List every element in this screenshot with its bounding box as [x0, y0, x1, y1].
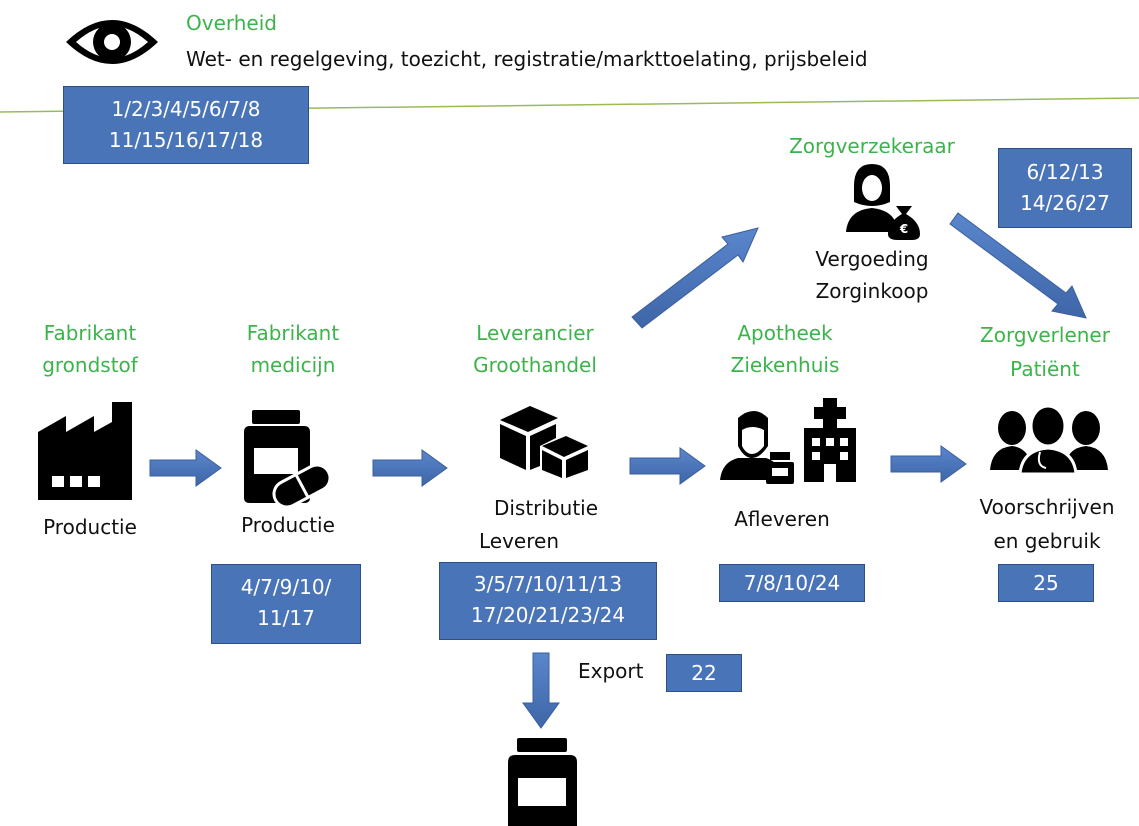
stage-2-codes-line1: 4/7/9/10/	[240, 575, 332, 599]
medicine-bottle-pill-icon	[244, 410, 332, 509]
export-code-box: 22	[666, 654, 742, 692]
government-codes-line2: 11/15/16/17/18	[108, 128, 264, 152]
arrow-right-1	[149, 449, 222, 487]
stage-3-title-line1: Leverancier	[476, 321, 594, 345]
stage-1-label: Productie	[43, 515, 137, 539]
stage-2-title-line2: medicijn	[250, 353, 336, 377]
stage-5-label-line2: en gebruik	[993, 529, 1101, 553]
stage-4-label: Afleveren	[734, 507, 830, 531]
stage-3-codes-box: 3/5/7/10/11/13 17/20/21/23/24	[439, 562, 657, 640]
stage-5-codes-line1: 25	[1033, 571, 1059, 595]
government-codes-line1: 1/2/3/4/5/6/7/8	[111, 97, 261, 121]
stage-4-codes-box: 7/8/10/24	[719, 564, 865, 602]
insurer-codes-line2: 14/26/27	[1020, 191, 1110, 215]
medicine-bottle-icon	[508, 738, 577, 826]
insurer-title: Zorgverzekeraar	[789, 134, 955, 158]
insurer-codes-box: 6/12/13 14/26/27	[998, 148, 1132, 228]
patients-doctor-icon	[990, 404, 1108, 476]
svg-text:€: €	[899, 222, 908, 236]
eye-icon	[66, 20, 158, 64]
government-codes-box: 1/2/3/4/5/6/7/8 11/15/16/17/18	[63, 86, 309, 164]
insurer-codes-line1: 6/12/13	[1026, 160, 1104, 184]
stage-1-title-line1: Fabrikant	[43, 321, 137, 345]
pharmacist-hospital-icon	[720, 398, 856, 484]
stage-4-title-line1: Apotheek	[737, 321, 833, 345]
stage-3-title-line2: Groothandel	[473, 353, 597, 377]
stage-3-codes-line1: 3/5/7/10/11/13	[473, 572, 623, 596]
stage-5-title-line1: Zorgverlener	[980, 323, 1110, 347]
stage-1-title-line2: grondstof	[42, 353, 138, 377]
arrow-right-4	[890, 445, 967, 483]
stage-3-label-line2: Leveren	[479, 529, 559, 553]
export-label: Export	[578, 659, 644, 683]
arrow-right-2	[372, 449, 448, 487]
government-description: Wet- en regelgeving, toezicht, registrat…	[186, 47, 868, 71]
insurer-money-bag-icon: €	[846, 164, 920, 240]
factory-icon	[38, 402, 132, 500]
stage-5-codes-box: 25	[998, 564, 1094, 602]
insurer-label-line1: Vergoeding	[815, 247, 929, 271]
stage-2-label: Productie	[241, 513, 335, 537]
boxes-icon	[500, 406, 588, 478]
stage-2-codes-line2: 11/17	[257, 606, 315, 630]
stage-5-label-line1: Voorschrijven	[979, 495, 1115, 519]
stage-3-codes-line2: 17/20/21/23/24	[470, 603, 626, 627]
stage-5-title-line2: Patiënt	[1010, 357, 1080, 381]
arrow-up-to-insurer	[631, 227, 759, 329]
stage-4-title-line2: Ziekenhuis	[730, 353, 840, 377]
stage-2-codes-box: 4/7/9/10/ 11/17	[211, 564, 361, 644]
arrow-down-export	[522, 652, 560, 729]
stage-3-label-line1: Distributie	[493, 496, 599, 520]
stage-2-title-line1: Fabrikant	[246, 321, 340, 345]
stage-4-codes-line1: 7/8/10/24	[743, 571, 841, 595]
arrow-down-to-patient	[949, 212, 1087, 319]
insurer-label-line2: Zorginkoop	[815, 279, 929, 303]
arrow-right-3	[629, 447, 706, 485]
government-title: Overheid	[186, 11, 277, 35]
